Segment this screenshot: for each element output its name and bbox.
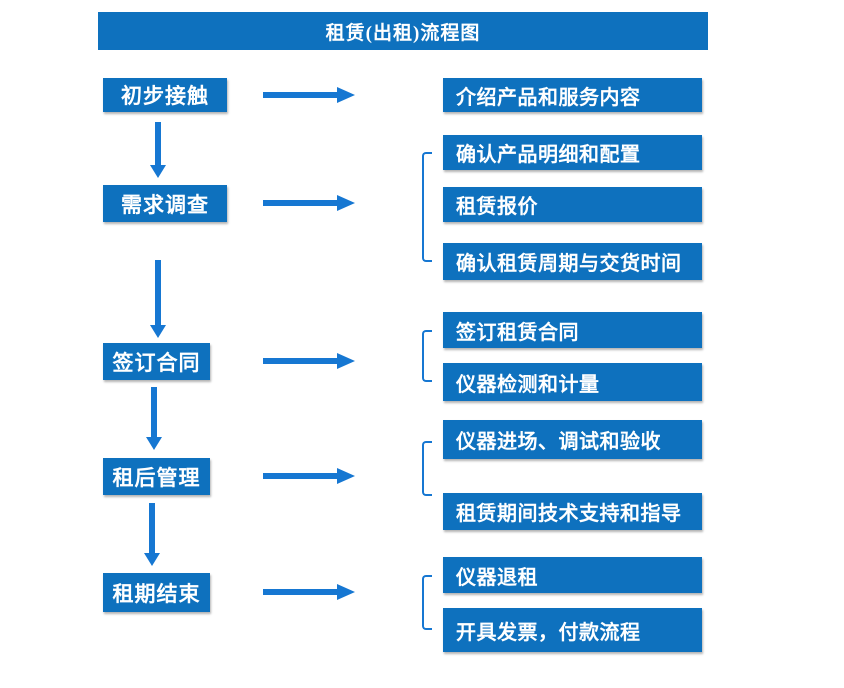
arrow-head <box>337 87 355 103</box>
group-bracket-icon <box>422 330 432 382</box>
arrow-head <box>150 325 166 338</box>
arrow-shaft <box>151 387 157 437</box>
detail-box: 介绍产品和服务内容 <box>443 78 702 112</box>
right-arrow-icon <box>263 195 355 211</box>
group-bracket-icon <box>422 575 432 630</box>
detail-box: 确认产品明细和配置 <box>443 135 702 170</box>
arrow-head <box>337 353 355 369</box>
down-arrow-icon <box>144 503 160 566</box>
detail-box: 仪器进场、调试和验收 <box>443 420 702 459</box>
right-arrow-icon <box>263 353 355 369</box>
arrow-shaft <box>149 503 155 553</box>
step-box-initial-contact: 初步接触 <box>103 78 227 112</box>
detail-box: 仪器检测和计量 <box>443 363 702 401</box>
group-bracket-icon <box>422 152 432 262</box>
step-box-rental-end: 租期结束 <box>103 573 210 612</box>
step-box-post-rental-management: 租后管理 <box>103 458 210 495</box>
arrow-head <box>150 165 166 178</box>
arrow-head <box>337 195 355 211</box>
detail-box: 开具发票，付款流程 <box>443 608 702 652</box>
arrow-shaft <box>155 122 161 165</box>
detail-box: 租赁期间技术支持和指导 <box>443 493 702 530</box>
arrow-shaft <box>263 473 337 479</box>
detail-box: 确认租赁周期与交货时间 <box>443 243 702 280</box>
down-arrow-icon <box>146 387 162 450</box>
down-arrow-icon <box>150 260 166 338</box>
detail-box: 租赁报价 <box>443 187 702 222</box>
step-box-sign-contract: 签订合同 <box>103 343 210 380</box>
arrow-shaft <box>263 200 337 206</box>
right-arrow-icon <box>263 584 355 600</box>
arrow-shaft <box>263 589 337 595</box>
arrow-head <box>144 553 160 566</box>
right-arrow-icon <box>263 468 355 484</box>
arrow-head <box>146 437 162 450</box>
arrow-shaft <box>155 260 161 325</box>
arrow-head <box>337 584 355 600</box>
step-box-demand-survey: 需求调查 <box>103 185 227 222</box>
group-bracket-icon <box>422 441 432 496</box>
arrow-shaft <box>263 358 337 364</box>
detail-box: 仪器退租 <box>443 557 702 593</box>
page-title: 租赁(出租)流程图 <box>98 12 708 50</box>
detail-box: 签订租赁合同 <box>443 312 702 348</box>
down-arrow-icon <box>150 122 166 178</box>
arrow-shaft <box>263 92 337 98</box>
right-arrow-icon <box>263 87 355 103</box>
arrow-head <box>337 468 355 484</box>
